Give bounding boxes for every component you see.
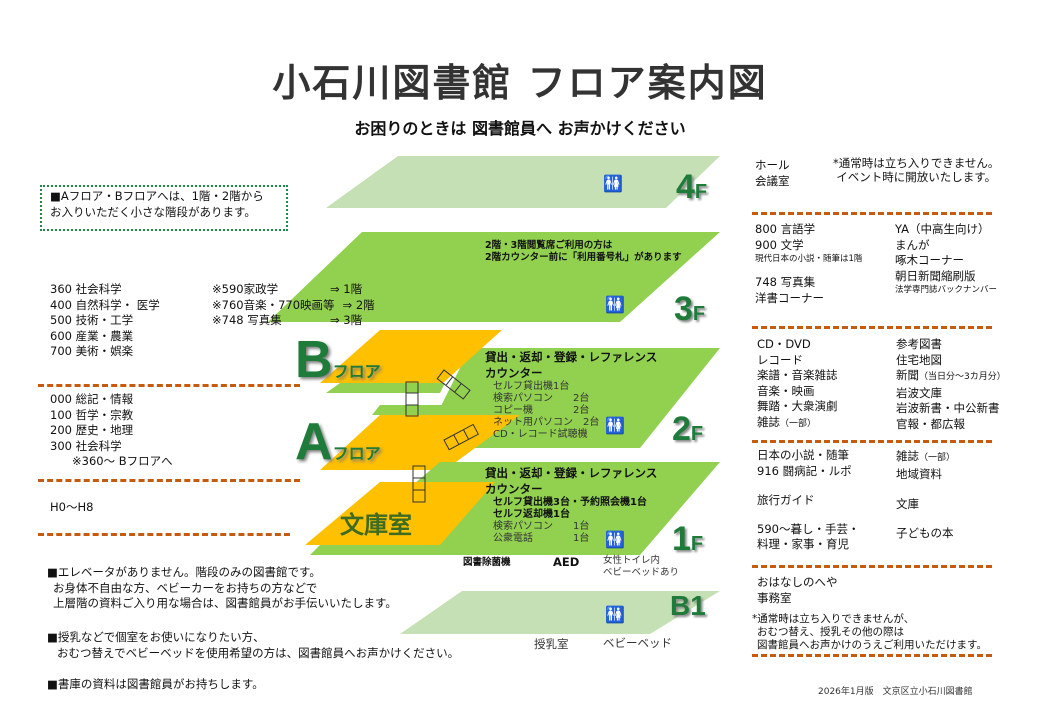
floor-a-green-strip [372,405,470,415]
sanitizer-label: 図書除菌機 [463,557,511,568]
floor-4f-note: *通常時は立ち入りできません。イベント時に開放いたします。 [833,156,1000,184]
floor-b1-rooms: おはなしのへや事務室 [757,575,838,605]
divider [752,654,992,657]
floor-label-4f: 4F [676,168,708,206]
baby-bed-label: ベビーベッド [603,636,672,650]
floor-label-1f: 1F [672,520,704,558]
floor-label-b1: B1 [670,590,706,621]
divider [38,384,300,387]
stairs-notice-box: ■Aフロア・Bフロアへは、1階・2階から お入りいただく小さな階段があります。 [40,185,288,231]
divider [752,212,992,215]
floor-bunko-shape [305,482,495,545]
floor-label-a: Aフロア [295,413,381,471]
floor-label-3f: 3F [674,290,706,328]
restroom-icon: 🚻 [605,605,625,624]
floor-label-bunko: 文庫室 [340,512,412,539]
restroom-icon: 🚻 [605,416,625,435]
nursing-room-label: 授乳室 [534,637,569,651]
stairs-icon [405,381,419,417]
stairs-icon [412,465,426,503]
divider [752,326,992,329]
floor-3f-shape [268,232,720,322]
divider [752,565,992,568]
floor-4f-shape [326,156,720,208]
floor-b-green-strip [326,383,445,393]
divider [38,533,290,536]
baby-bed-note: 女性トイレ内ベビーベッドあり [603,555,680,578]
floor-b-shape [320,330,502,383]
floor-4f-rooms: ホール会議室 [755,158,790,188]
notice-line: お入りいただく小さな階段があります。 [50,204,256,219]
notes-nursing: ■授乳などで個室をお使いになりたい方、おむつ替えでベビーベッドを使用希望の方は、… [47,630,460,660]
restroom-icon: 🚻 [605,530,625,549]
floor-b1-note: *通常時は立ち入りできませんが、おむつ替え、授乳その他の際は図書館員へお声かけの… [752,613,987,651]
floor-2f-counter: 貸出・返却・登録・レファレンスカウンター セルフ貸出機1台検索パソコン 2台コピ… [485,350,658,440]
divider [38,479,300,482]
stairs-icon [443,423,479,451]
divider [752,440,992,443]
floor-bunko-items: H0〜H8 [50,500,94,514]
floor-b1-shape [400,591,720,634]
restroom-icon: 🚻 [605,295,625,314]
floor-2f-right: 参考図書住宅地図 新聞（当日分〜3カ月分） 岩波文庫岩波新書・中公新書官報・都広… [896,337,1006,431]
stairs-icon [436,369,471,400]
page-subtitle: お困りのときは 図書館員へ お声かけください [354,119,686,138]
floor-b-notes: ※590家政学⇒ 1階 ※760音楽・770映画等⇒ 2階 ※748 写真集⇒ … [212,282,375,327]
aed-label: AED [553,555,580,569]
footer-edition: 2026年1月版 文京区立小石川図書館 [818,687,973,697]
notice-line: ■Aフロア・Bフロアへは、1階・2階から [50,189,264,203]
floor-3f-right: YA（中高生向け）まんが啄木コーナー朝日新聞縮刷版 法学専門誌バックナンバー [895,222,998,295]
restroom-icon: 🚻 [603,174,623,193]
floor-a-shape [320,415,520,470]
page-title: 小石川図書館 フロア案内図 [272,61,768,105]
floor-1f-right: 雑誌（一部） 地域資料 文庫 子どもの本 [896,449,956,540]
floor-label-2f: 2F [672,410,704,448]
stairs-icons [405,369,479,503]
floor-bunko-green-strip [310,545,440,555]
notes-stacks: ■書庫の資料は図書館員がお持ちします。 [47,677,264,691]
notes-elevator: ■エレベータがありません。階段のみの図書館です。お身体不自由な方、ベビーカーをお… [47,565,397,610]
floor-label-b: Bフロア [295,331,381,389]
floor-1f-counter: 貸出・返却・登録・レファレンスカウンター セルフ貸出機3台・予約照会機1台セルフ… [485,466,658,544]
